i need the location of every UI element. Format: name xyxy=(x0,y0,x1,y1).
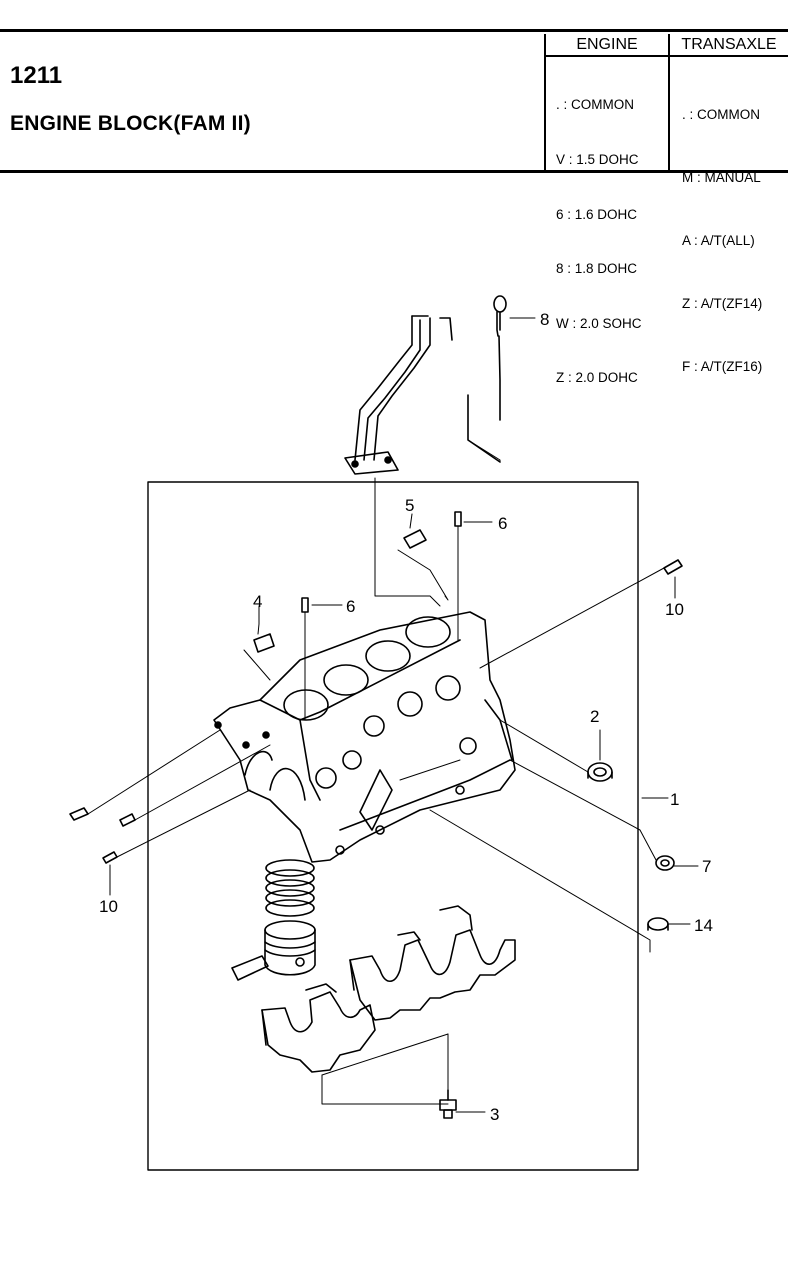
dowel-pin-6-upper xyxy=(454,511,462,527)
engine-header: ENGINE xyxy=(576,36,638,53)
stud-10-right xyxy=(663,559,683,575)
engine-codes: . : COMMON V : 1.5 DOHC 6 : 1.6 DOHC 8 :… xyxy=(556,60,642,424)
engine-row: . : COMMON xyxy=(556,97,634,113)
piston-rings xyxy=(265,859,315,917)
transaxle-row: A : A/T(ALL) xyxy=(682,233,755,248)
leader-lines xyxy=(87,317,699,1113)
engine-row: W : 2.0 SOHC xyxy=(556,315,642,331)
legend-table: ENGINE TRANSAXLE . : COMMON V : 1.5 DOHC… xyxy=(544,34,788,385)
engine-row: V : 1.5 DOHC xyxy=(556,152,639,167)
plug-5 xyxy=(403,529,427,549)
stud-4 xyxy=(253,633,275,653)
seal-ring-7 xyxy=(655,855,675,871)
stud-10-left-3 xyxy=(102,851,118,864)
transaxle-row: . : COMMON xyxy=(682,107,760,122)
oil-dipstick xyxy=(467,295,507,463)
callout-2: 2 xyxy=(590,707,599,726)
callout-10-left: 10 xyxy=(99,897,118,916)
header-top-rule xyxy=(0,29,788,32)
assembly-frame xyxy=(147,481,639,1171)
callout-14: 14 xyxy=(694,916,713,935)
callout-8: 8 xyxy=(540,310,549,329)
callout-6-upper: 6 xyxy=(498,514,507,533)
engine-row: 6 : 1.6 DOHC xyxy=(556,206,638,222)
piston xyxy=(231,920,316,981)
stud-10-left-2 xyxy=(119,813,136,827)
page-code: 1211 xyxy=(10,62,63,89)
engine-row: Z : 2.0 DOHC xyxy=(556,370,638,386)
callout-6-left: 6 xyxy=(346,597,355,616)
bearing-caps-lower xyxy=(261,983,376,1073)
oil-seal-2 xyxy=(587,762,613,782)
transaxle-header: TRANSAXLE xyxy=(681,36,777,53)
callout-3: 3 xyxy=(490,1105,499,1124)
callout-7: 7 xyxy=(702,857,711,876)
transaxle-row: M : MANUAL xyxy=(682,170,761,185)
callout-1: 1 xyxy=(670,790,679,809)
dowel-pin-6-left xyxy=(301,597,309,613)
main-bearing-bolt xyxy=(439,1089,457,1119)
page-title: ENGINE BLOCK(FAM II) xyxy=(10,112,251,135)
callout-4: 4 xyxy=(253,592,262,611)
engine-block xyxy=(213,611,516,863)
transaxle-codes: . : COMMON M : MANUAL A : A/T(ALL) Z : A… xyxy=(682,62,762,419)
callout-labels: 1 2 3 4 5 6 6 7 8 10 10 14 xyxy=(99,310,713,1124)
header-bottom-rule xyxy=(0,170,788,173)
stud-10-left-1 xyxy=(69,807,89,821)
bearing-caps-upper xyxy=(349,905,516,1021)
legend-divider xyxy=(668,34,670,170)
legend-header-rule xyxy=(544,55,788,57)
transaxle-row: Z : A/T(ZF14) xyxy=(682,296,763,311)
transaxle-row: F : A/T(ZF16) xyxy=(682,359,763,374)
expansion-plug-14 xyxy=(647,917,669,931)
engine-row: 8 : 1.8 DOHC xyxy=(556,261,638,277)
legend-left-border xyxy=(544,34,546,170)
callout-5: 5 xyxy=(405,496,414,515)
oil-level-tube xyxy=(344,315,453,475)
callout-10-right: 10 xyxy=(665,600,684,619)
